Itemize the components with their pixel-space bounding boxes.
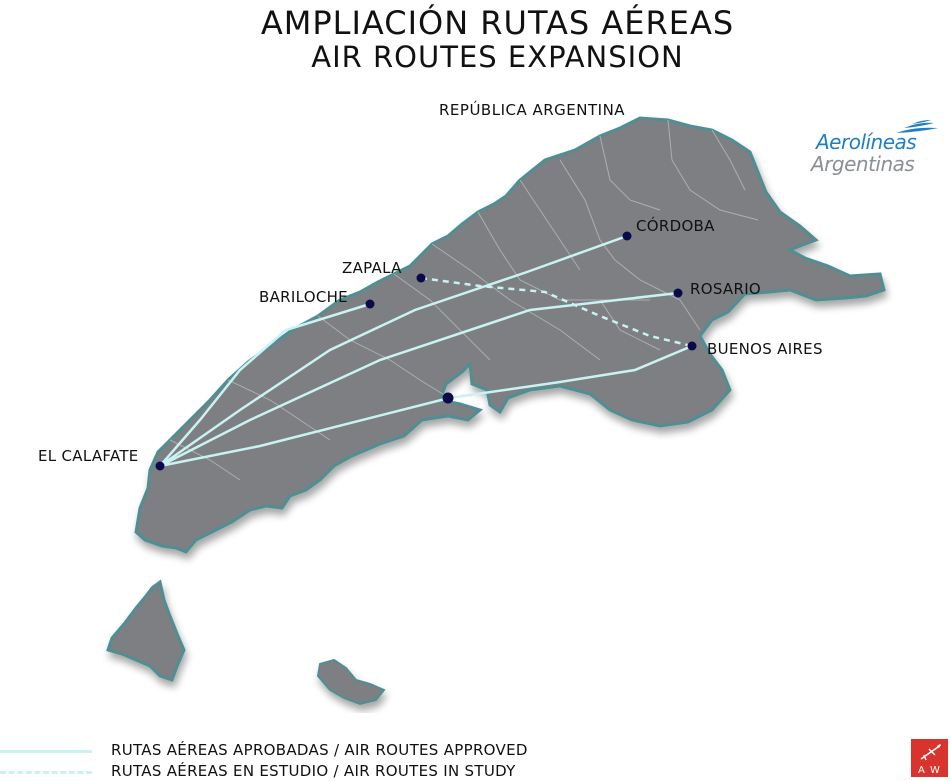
legend-approved: RUTAS AÉREAS APROBADAS / AIR ROUTES APPR…	[0, 741, 580, 760]
legend-dashed-line	[0, 771, 92, 774]
route-calafate-buenos-aires	[159, 344, 693, 468]
title-line-1: AMPLIACIÓN RUTAS AÉREAS	[260, 4, 735, 42]
city-label-zapala: ZAPALA	[342, 259, 402, 277]
mainland-landmass	[134, 116, 886, 554]
city-markers	[155, 231, 697, 471]
route-calafate-bariloche	[159, 302, 371, 467]
bird-wing-icon	[896, 120, 938, 133]
route-calafate-rosario	[159, 291, 679, 468]
legend-in-study-text: RUTAS AÉREAS EN ESTUDIO / AIR ROUTES IN …	[111, 762, 516, 780]
route-calafate-cordoba	[159, 234, 628, 468]
city-label-cordoba: CÓRDOBA	[636, 217, 715, 235]
logo-text-argentinas: Argentinas	[811, 152, 915, 176]
city-dot-el-calafate	[155, 461, 165, 471]
legend-approved-text: RUTAS AÉREAS APROBADAS / AIR ROUTES APPR…	[111, 741, 528, 759]
city-dot-cordoba	[622, 231, 632, 241]
approved-routes	[159, 234, 693, 468]
legend-in-study: RUTAS AÉREAS EN ESTUDIO / AIR ROUTES IN …	[0, 762, 580, 781]
aw-badge: A W	[911, 739, 948, 777]
city-label-rosario: ROSARIO	[690, 280, 762, 298]
legend-solid-line	[0, 750, 92, 753]
city-dot-rosario	[673, 288, 683, 298]
airplane-icon	[920, 744, 941, 761]
city-dot-trelew	[442, 392, 454, 404]
tierra-del-fuego	[106, 579, 186, 682]
city-dot-bariloche	[365, 299, 375, 309]
malvinas-islands	[316, 658, 386, 706]
city-label-el-calafate: EL CALAFATE	[38, 447, 139, 465]
route-zapala-buenos-aires-study	[420, 276, 693, 348]
country-label: REPÚBLICA ARGENTINA	[439, 101, 626, 119]
city-label-bariloche: BARILOCHE	[259, 288, 348, 306]
city-label-buenos-aires: BUENOS AIRES	[707, 340, 823, 358]
city-dot-buenos-aires	[687, 341, 697, 351]
logo-text-aerolineas: Aerolíneas	[816, 130, 917, 154]
aw-badge-text: A W	[918, 765, 941, 776]
title-line-2: AIR ROUTES EXPANSION	[311, 40, 684, 74]
aerolineas-logo: Aerolíneas Argentinas	[808, 120, 940, 180]
city-dot-zapala	[416, 273, 426, 283]
